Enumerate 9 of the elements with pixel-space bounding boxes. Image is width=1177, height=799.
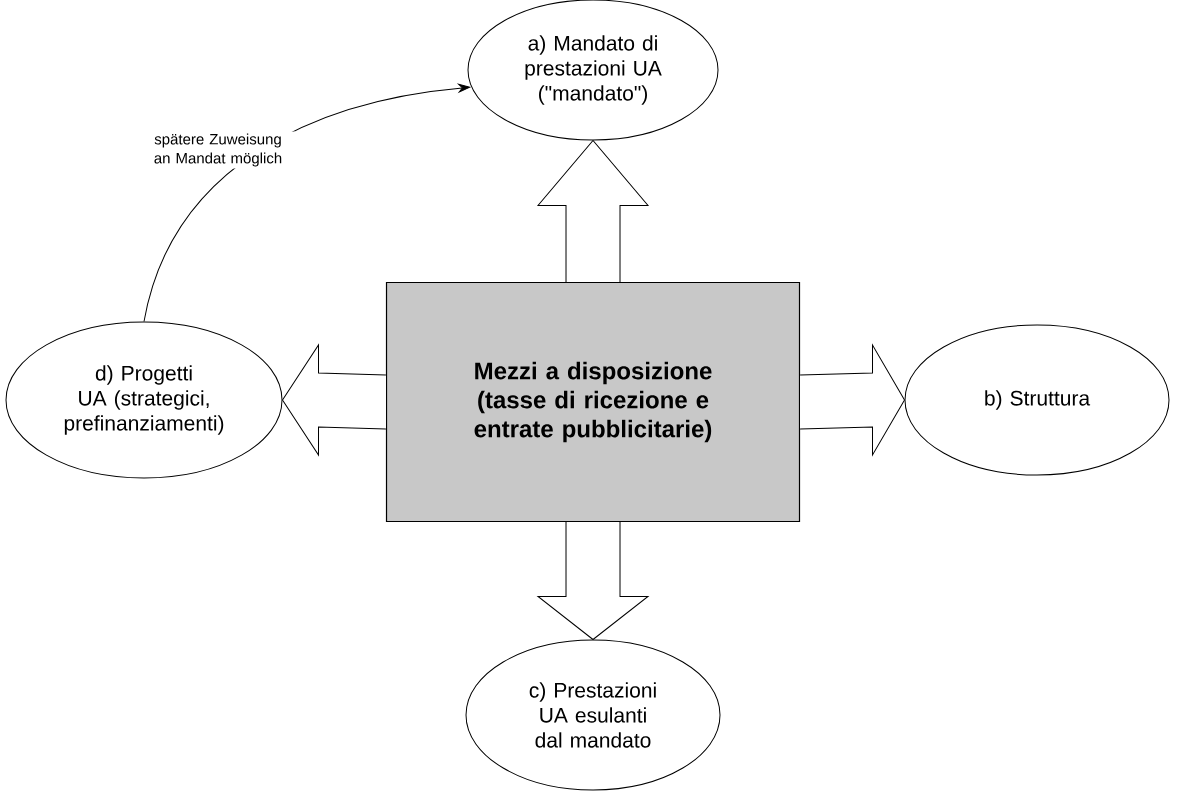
ellipse-node: b) Struttura <box>904 324 1170 476</box>
block-arrow <box>537 140 649 283</box>
block-arrow <box>282 344 387 456</box>
ellipse-node: d) Progetti UA (strategici, prefinanziamenti) <box>5 321 283 479</box>
ellipse-node: c) Prestazioni UA esulanti dal mandato <box>465 639 721 791</box>
edge-label: spätere Zuweisung an Mandat möglich <box>141 131 295 169</box>
process-box: Mezzi a disposizione (tasse di ricezione e entrate pubblicitarie) <box>385 281 801 523</box>
block-arrow <box>537 521 649 640</box>
block-arrow <box>799 344 905 456</box>
